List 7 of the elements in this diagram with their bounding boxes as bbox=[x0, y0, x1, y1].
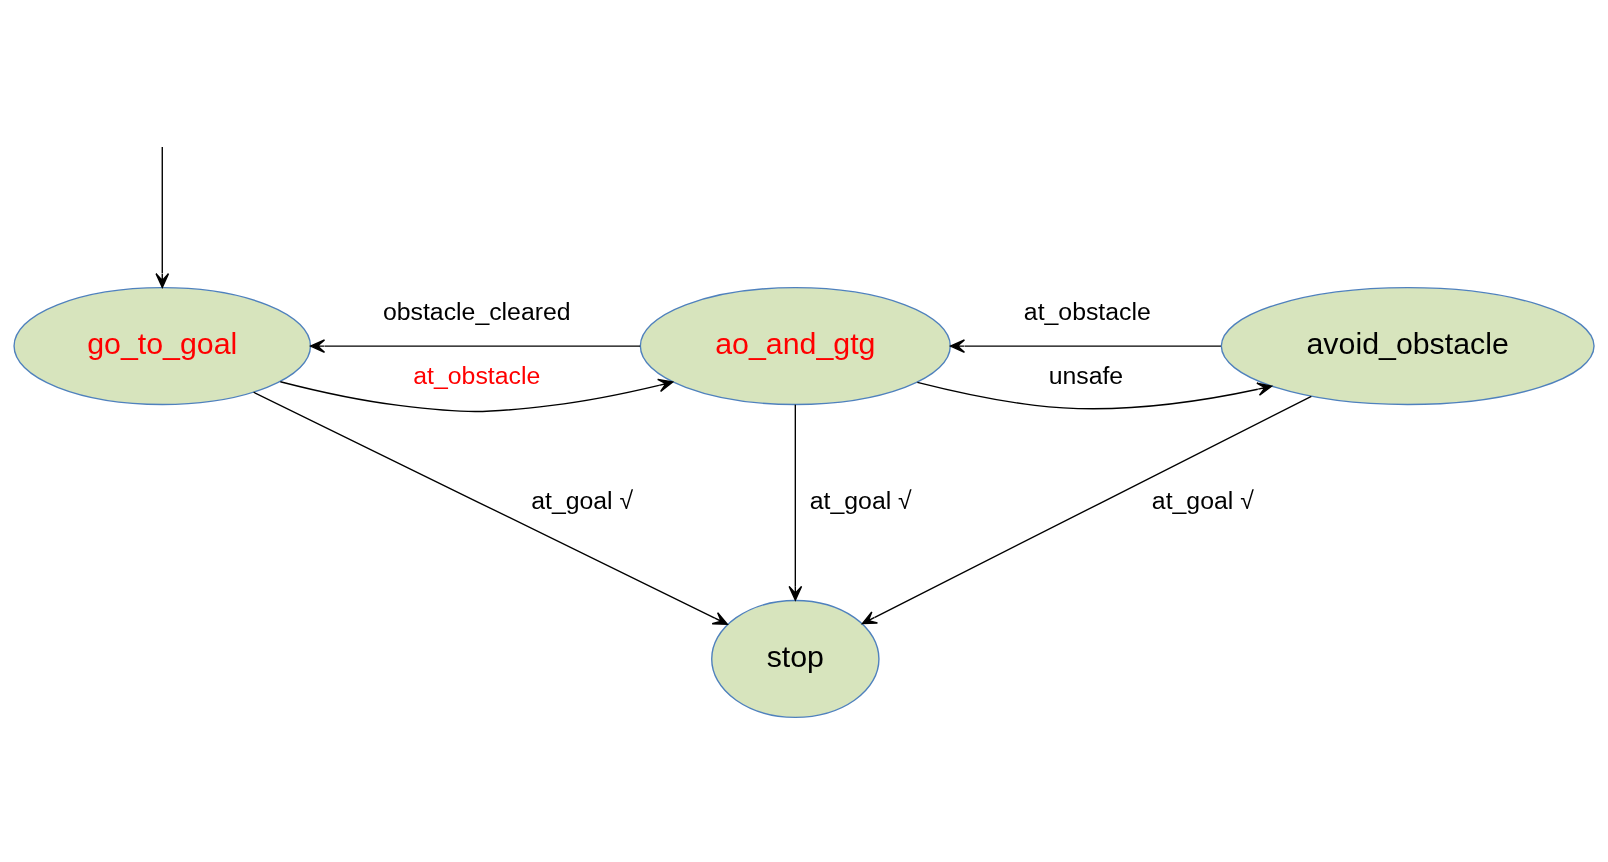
edge-label: obstacle_cleared bbox=[382, 297, 571, 325]
edge-label: at_goal √ bbox=[809, 486, 912, 514]
edge-label: at_obstacle bbox=[413, 361, 541, 389]
edge-label: at_goal √ bbox=[531, 486, 634, 514]
edge-label: at_goal √ bbox=[1151, 486, 1254, 514]
edge-label: at_obstacle bbox=[1023, 297, 1151, 325]
edge-label: unsafe bbox=[1048, 361, 1124, 389]
